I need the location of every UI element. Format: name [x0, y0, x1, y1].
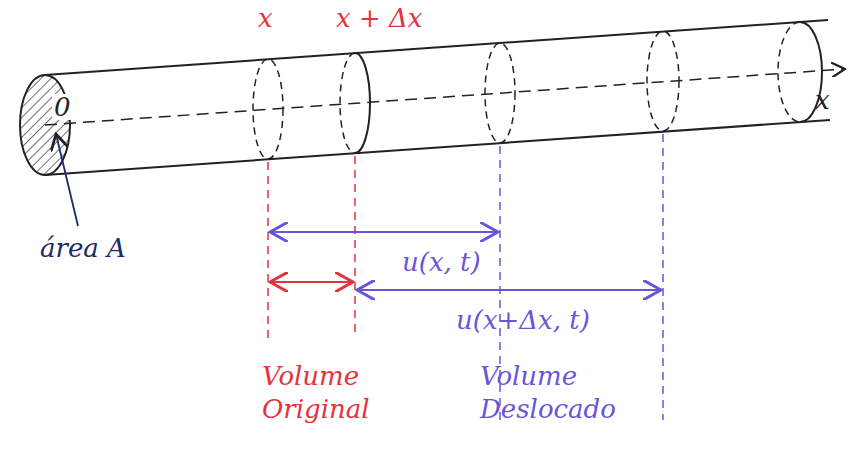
position-label: x + Δx	[336, 2, 422, 35]
area-label: área A	[40, 232, 126, 265]
displacement-label: u(x, t)	[402, 246, 481, 279]
volume-label: Volume Original	[262, 360, 402, 425]
position-label: x	[258, 2, 273, 35]
axis-label: x	[815, 84, 830, 117]
displacement-label: u(x+Δx, t)	[456, 304, 590, 337]
origin-label: 0	[52, 94, 73, 120]
volume-label: Volume Deslocado	[480, 360, 650, 425]
